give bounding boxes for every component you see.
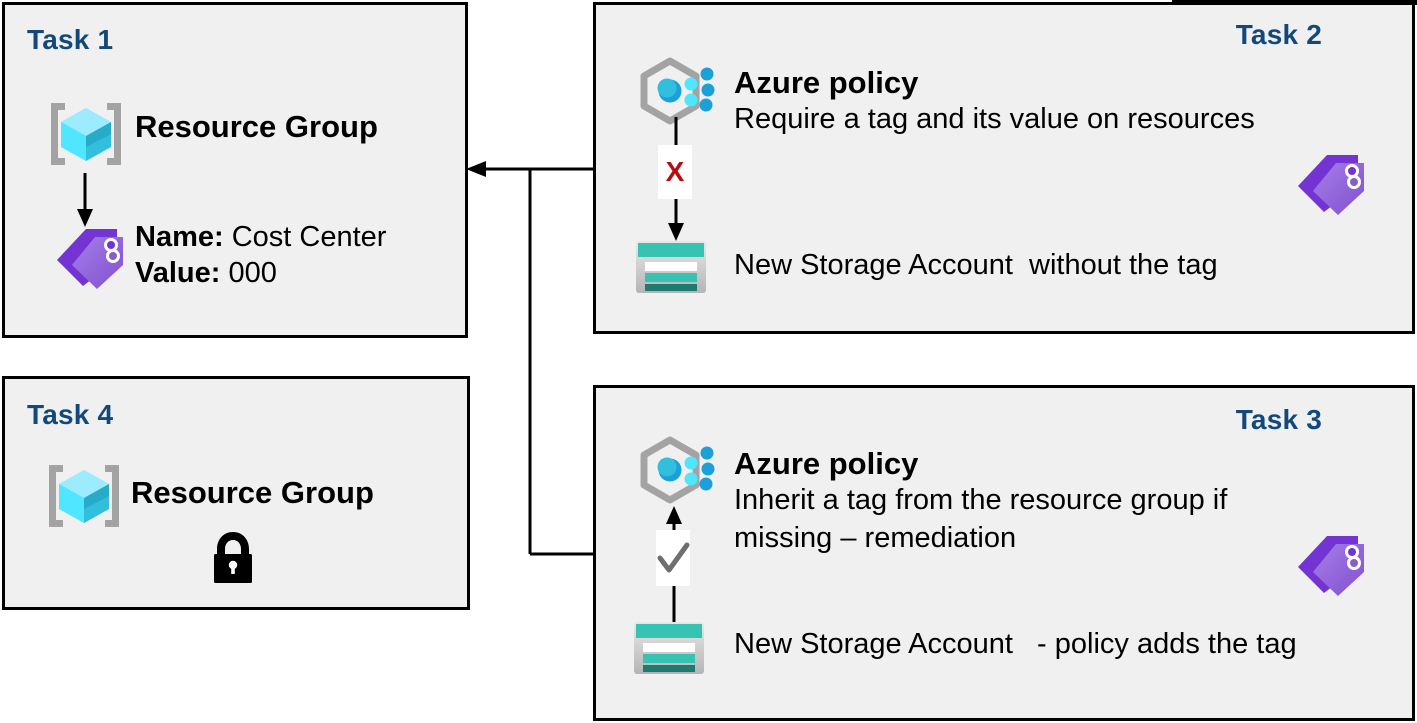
azure-policy-icon <box>638 436 718 512</box>
azure-policy-icon <box>638 57 718 133</box>
top-edge-strip <box>1172 0 1417 5</box>
task-3-label: Task 3 <box>1235 404 1322 435</box>
arrow-down-icon <box>75 173 95 229</box>
task-1-label: Task 1 <box>27 24 114 55</box>
cross-mark-glyph: X <box>665 156 685 187</box>
task-1-value-key: Value: <box>135 257 221 289</box>
tag-icon <box>51 223 129 291</box>
lock-icon <box>208 529 258 585</box>
task-2-label: Task 2 <box>1235 19 1322 50</box>
task-3-policy-description-line-1: Inherit a tag from the resource group if <box>734 484 1228 516</box>
check-mark-glyph <box>657 542 690 573</box>
cross-mark-icon: X <box>658 145 692 199</box>
tag-icon <box>1292 530 1370 598</box>
task-1-value-value: 000 <box>220 257 277 289</box>
task-4-label: Task 4 <box>27 399 114 430</box>
task-3-storage-text: New Storage Account - policy adds the ta… <box>734 628 1297 660</box>
panel-task-3: Task 3 Azure policy Inherit a tag from t… <box>593 385 1415 721</box>
task-1-name-value: Cost Center <box>223 221 387 253</box>
task-2-policy-title: Azure policy <box>734 65 919 100</box>
panel-task-2: Task 2 Azure policy Require a tag and it… <box>593 2 1415 334</box>
task-4-resource-group-title: Resource Group <box>131 475 374 510</box>
task-1-resource-group-title: Resource Group <box>135 109 378 144</box>
panel-task-1: Task 1 Resource Group <box>2 2 468 338</box>
tag-icon <box>1292 149 1370 217</box>
storage-account-icon <box>634 239 708 295</box>
resource-group-icon <box>43 459 125 533</box>
task-3-policy-description-line-2: missing – remediation <box>734 522 1017 554</box>
storage-account-icon <box>632 620 706 676</box>
task-2-policy-description: Require a tag and its value on resources <box>734 103 1255 135</box>
resource-group-icon <box>45 97 127 171</box>
task-3-policy-title: Azure policy <box>734 446 919 481</box>
task-2-storage-text: New Storage Account without the tag <box>734 249 1218 281</box>
check-mark-icon <box>656 530 690 586</box>
panel-task-4: Task 4 Resource Group <box>2 376 470 610</box>
task-1-tag-value-row: Value: 000 <box>135 257 277 290</box>
task-1-tag-name-row: Name: Cost Center <box>135 221 386 254</box>
task-1-name-key: Name: <box>135 221 224 253</box>
